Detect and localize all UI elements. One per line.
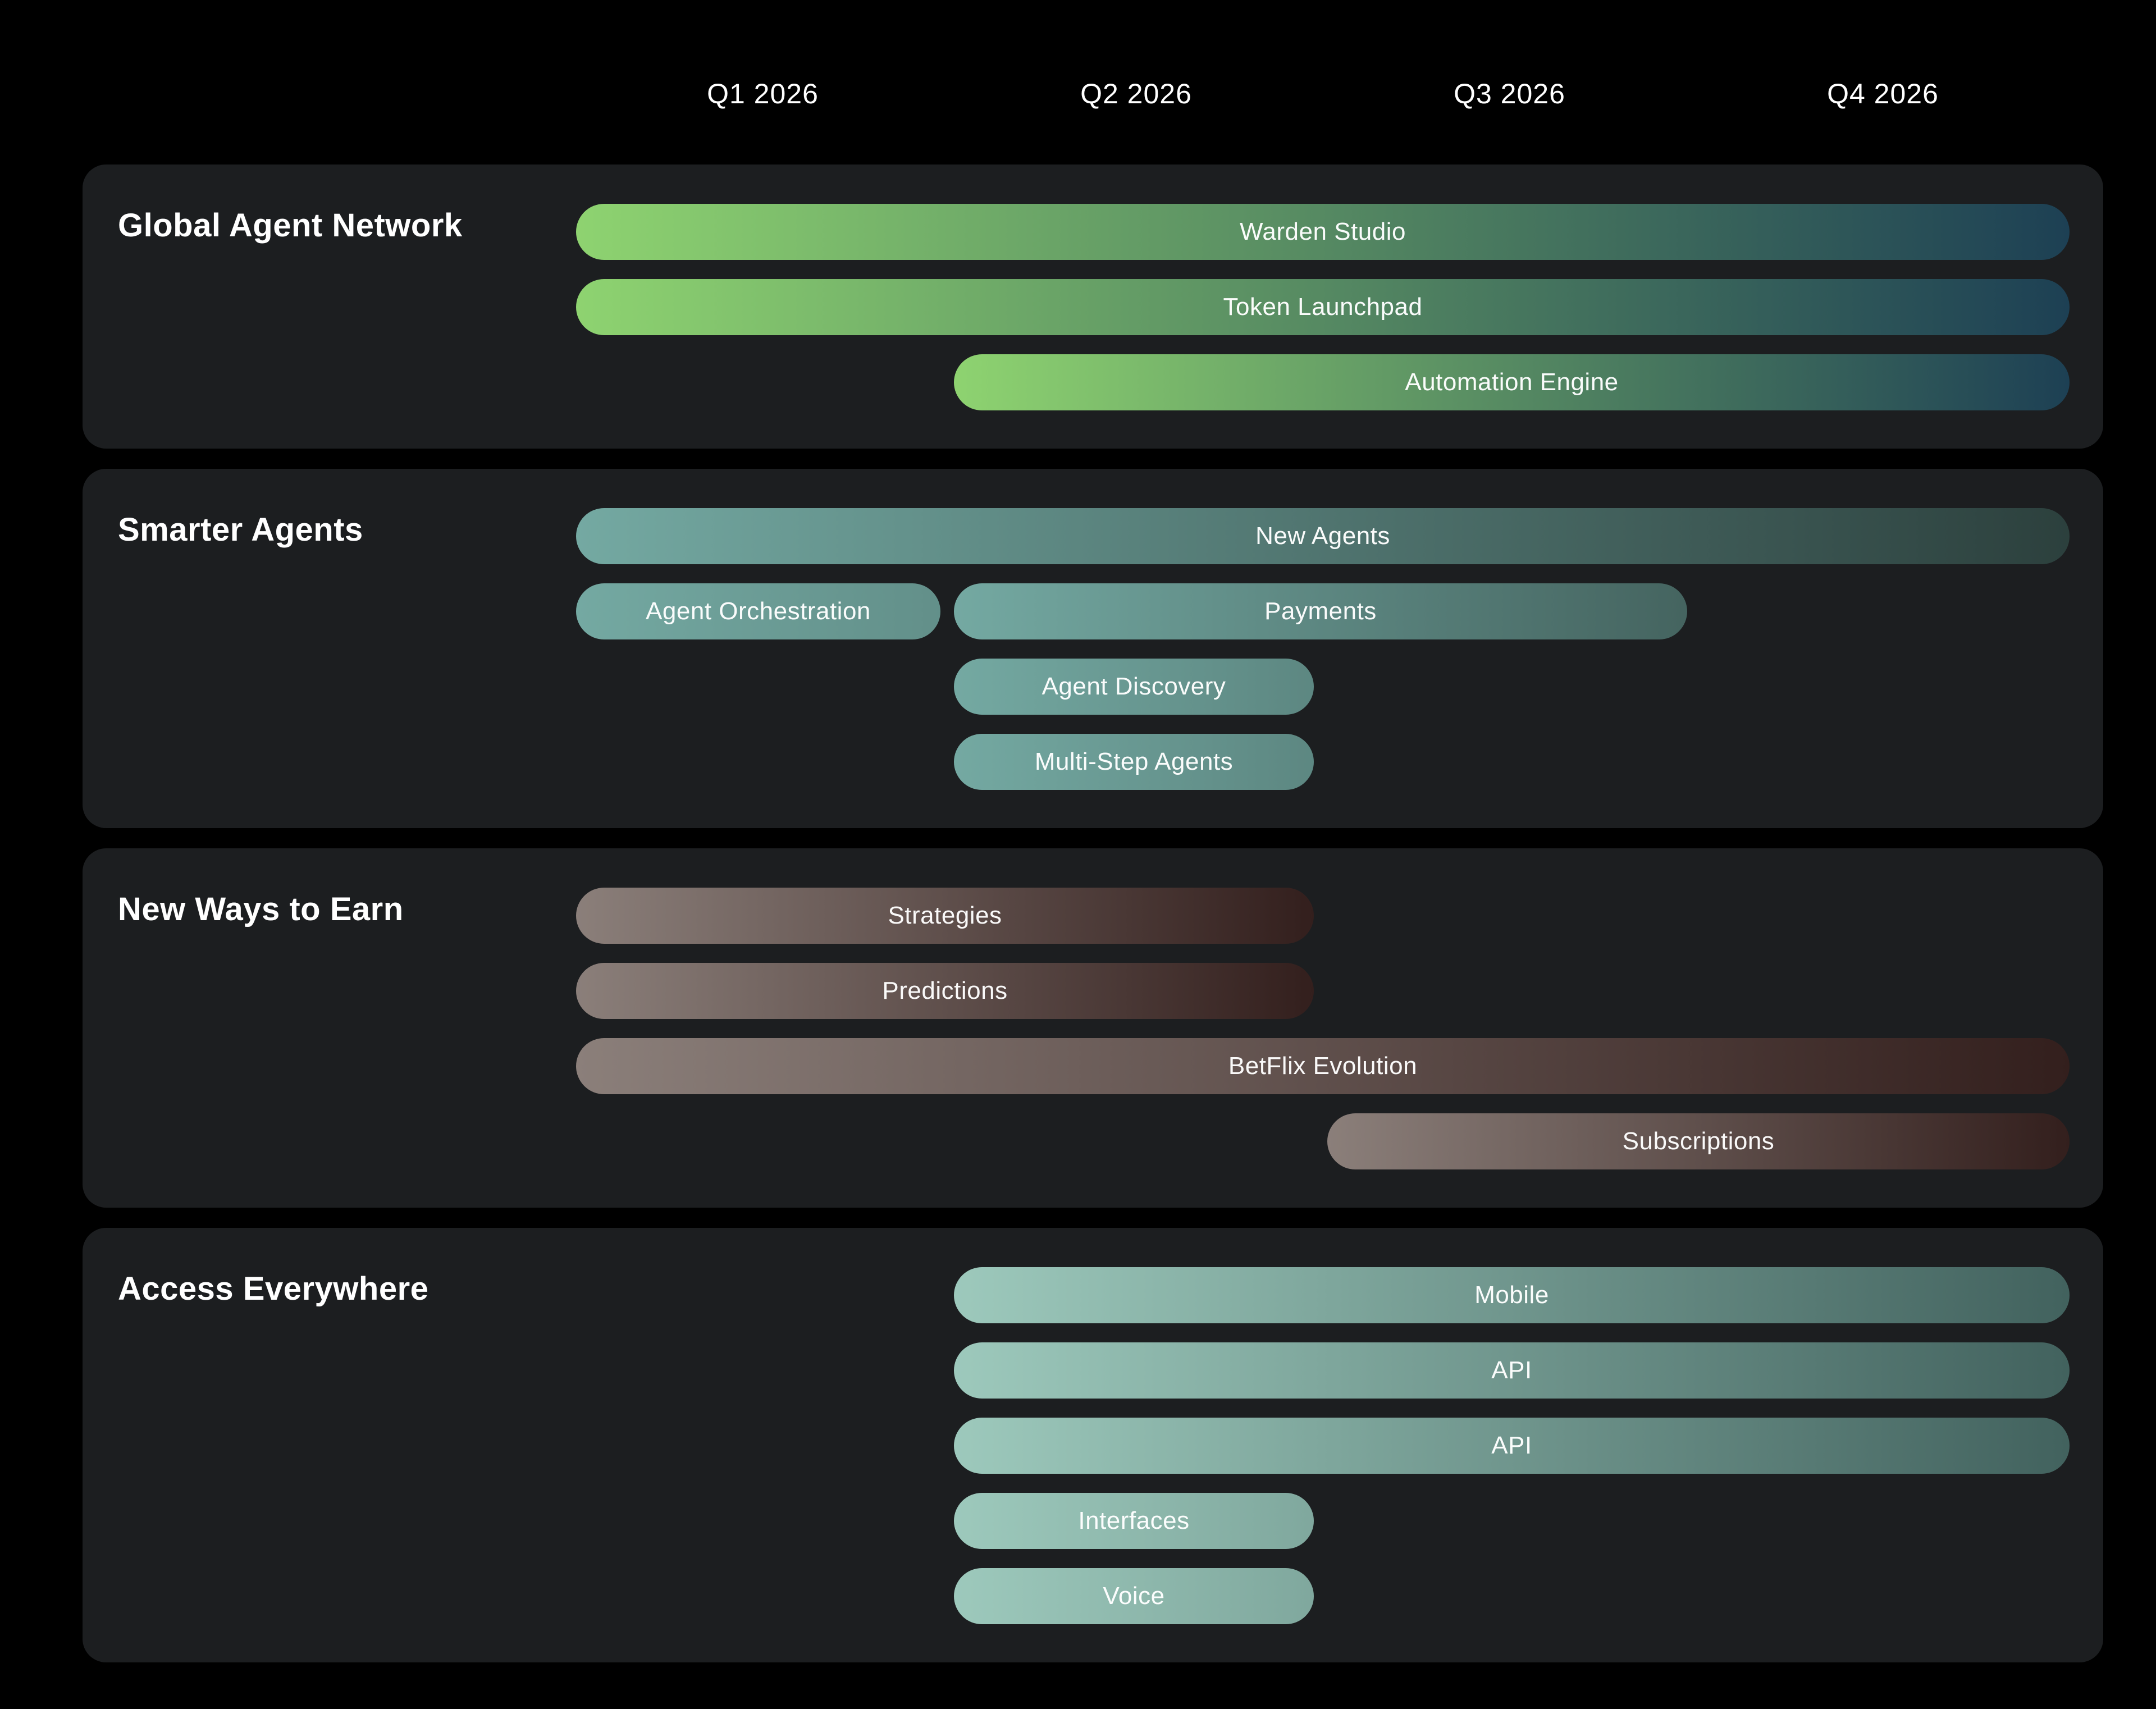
roadmap-bar-voice: Voice bbox=[954, 1568, 1314, 1624]
roadmap-bar-payments: Payments bbox=[954, 583, 1687, 639]
section-title: Access Everywhere bbox=[118, 1270, 429, 1307]
roadmap-bar-agent-discovery: Agent Discovery bbox=[954, 659, 1314, 715]
timeline-row: Warden Studio bbox=[83, 204, 2103, 260]
timeline-row: Strategies bbox=[83, 888, 2103, 944]
bar-label: Agent Discovery bbox=[1042, 673, 1226, 700]
timeline-row: BetFlix Evolution bbox=[83, 1038, 2103, 1094]
timeline-row: Mobile bbox=[83, 1267, 2103, 1323]
roadmap-bar-subscriptions: Subscriptions bbox=[1327, 1113, 2070, 1169]
roadmap-bar-automation-engine: Automation Engine bbox=[954, 354, 2070, 410]
timeline-row: Agent Discovery bbox=[83, 659, 2103, 715]
roadmap-bar-warden-studio: Warden Studio bbox=[576, 204, 2070, 260]
roadmap-bar-betflix-evolution: BetFlix Evolution bbox=[576, 1038, 2070, 1094]
quarter-label-q2-2026: Q2 2026 bbox=[1080, 78, 1192, 109]
roadmap-bar-predictions: Predictions bbox=[576, 963, 1314, 1019]
quarter-label-q4-2026: Q4 2026 bbox=[1827, 78, 1939, 109]
roadmap-bar-mobile: Mobile bbox=[954, 1267, 2070, 1323]
section-title: Global Agent Network bbox=[118, 207, 463, 244]
timeline-row: Token Launchpad bbox=[83, 279, 2103, 335]
bar-label: Strategies bbox=[888, 902, 1002, 929]
bar-label: Mobile bbox=[1474, 1281, 1549, 1309]
timeline-row: Predictions bbox=[83, 963, 2103, 1019]
timeline-row: Multi-Step Agents bbox=[83, 734, 2103, 790]
bar-label: New Agents bbox=[1255, 522, 1390, 550]
timeline-row: Interfaces bbox=[83, 1493, 2103, 1549]
timeline-row: New Agents bbox=[83, 508, 2103, 564]
bar-label: Warden Studio bbox=[1240, 218, 1406, 245]
bar-label: API bbox=[1491, 1432, 1532, 1459]
timeline-row: Automation Engine bbox=[83, 354, 2103, 410]
bar-label: Multi-Step Agents bbox=[1034, 748, 1234, 775]
quarter-header-row: Q1 2026 Q2 2026 Q3 2026 Q4 2026 bbox=[0, 0, 2156, 146]
bar-label: Automation Engine bbox=[1405, 368, 1619, 396]
section-title: Smarter Agents bbox=[118, 511, 363, 548]
roadmap-bar-interfaces: Interfaces bbox=[954, 1493, 1314, 1549]
roadmap-bar-new-agents: New Agents bbox=[576, 508, 2070, 564]
bar-label: BetFlix Evolution bbox=[1228, 1052, 1418, 1080]
bar-label: Interfaces bbox=[1078, 1507, 1190, 1534]
timeline-row: Voice bbox=[83, 1568, 2103, 1624]
timeline-row: Agent Orchestration Payments bbox=[83, 583, 2103, 639]
bar-label: API bbox=[1491, 1356, 1532, 1384]
roadmap-bar-api: API bbox=[954, 1418, 2070, 1474]
timeline-row: API bbox=[83, 1342, 2103, 1399]
bar-label: Subscriptions bbox=[1622, 1127, 1775, 1155]
timeline-row: API bbox=[83, 1418, 2103, 1474]
bar-label: Payments bbox=[1264, 597, 1377, 625]
bar-label: Token Launchpad bbox=[1223, 293, 1423, 321]
bar-label: Agent Orchestration bbox=[646, 597, 871, 625]
section-title: New Ways to Earn bbox=[118, 890, 404, 927]
bar-label: Voice bbox=[1103, 1582, 1165, 1610]
roadmap-bar-multi-step-agents: Multi-Step Agents bbox=[954, 734, 1314, 790]
timeline-row: Subscriptions bbox=[83, 1113, 2103, 1169]
roadmap-bar-token-launchpad: Token Launchpad bbox=[576, 279, 2070, 335]
quarter-label-q1-2026: Q1 2026 bbox=[707, 78, 819, 109]
roadmap-bar-agent-orchestration: Agent Orchestration bbox=[576, 583, 940, 639]
roadmap-bar-api: API bbox=[954, 1342, 2070, 1399]
roadmap-bar-strategies: Strategies bbox=[576, 888, 1314, 944]
bar-label: Predictions bbox=[882, 977, 1008, 1004]
quarter-label-q3-2026: Q3 2026 bbox=[1454, 78, 1565, 109]
